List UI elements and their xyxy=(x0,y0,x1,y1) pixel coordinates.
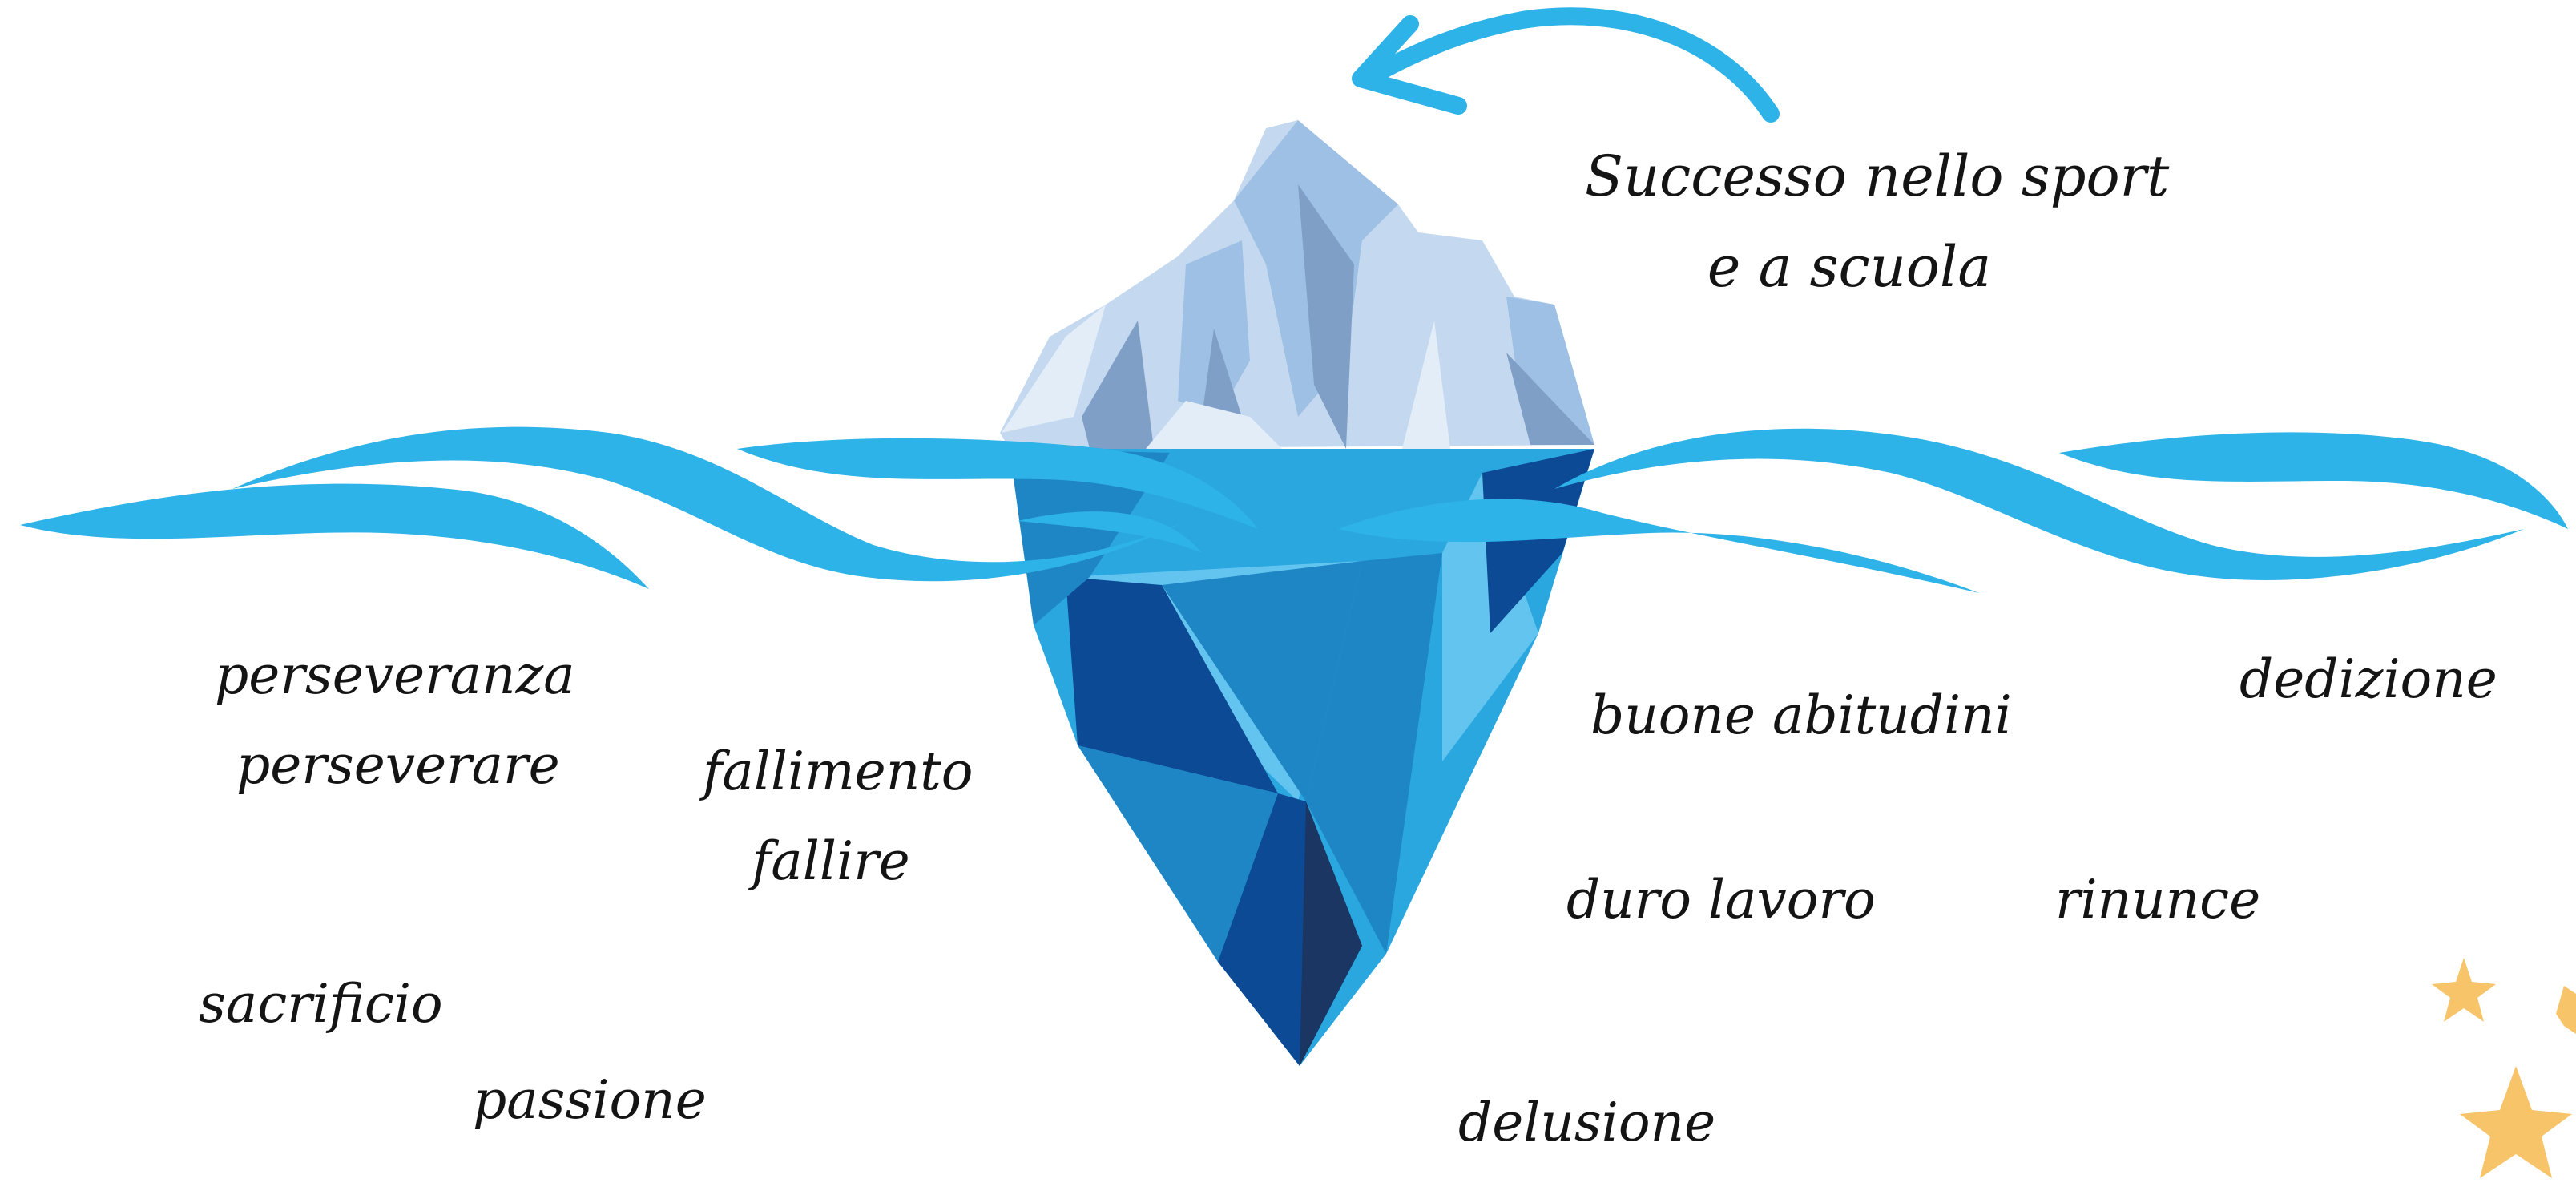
ocean-waves xyxy=(20,426,2568,593)
word-duro-lavoro: duro lavoro xyxy=(1566,869,1876,931)
wave-6 xyxy=(1554,428,2524,580)
word-delusione: delusione xyxy=(1458,1092,1716,1153)
word-perseverare: perseverare xyxy=(236,734,560,796)
iceberg-tip xyxy=(1000,120,1594,449)
curved-arrow-icon xyxy=(1352,7,1780,123)
word-rinunce: rinunce xyxy=(2055,869,2261,931)
word-passione: passione xyxy=(473,1069,707,1131)
wave-4 xyxy=(1018,511,1202,553)
word-sacrificio: sacrificio xyxy=(199,973,443,1035)
star-icon xyxy=(2556,986,2576,1034)
word-fallimento: fallimento xyxy=(703,741,974,802)
word-fallire: fallire xyxy=(752,830,910,892)
word-dedizione: dedizione xyxy=(2239,648,2497,710)
star-icon xyxy=(2460,1066,2572,1178)
iceberg-underwater xyxy=(1010,449,1594,1066)
wave-2 xyxy=(232,426,1186,582)
decorative-stars xyxy=(2432,958,2576,1178)
wave-3 xyxy=(737,438,1258,529)
star-icon xyxy=(2432,958,2496,1022)
title-line-2: e a scuola xyxy=(1707,234,1992,300)
wave-5 xyxy=(1338,499,1979,593)
word-buone-abitudini: buone abitudini xyxy=(1590,684,2012,746)
wave-1 xyxy=(20,483,649,589)
title-line-1: Successo nello sport xyxy=(1585,143,2170,209)
word-perseveranza: perseveranza xyxy=(215,644,575,706)
wave-7 xyxy=(2059,432,2568,529)
